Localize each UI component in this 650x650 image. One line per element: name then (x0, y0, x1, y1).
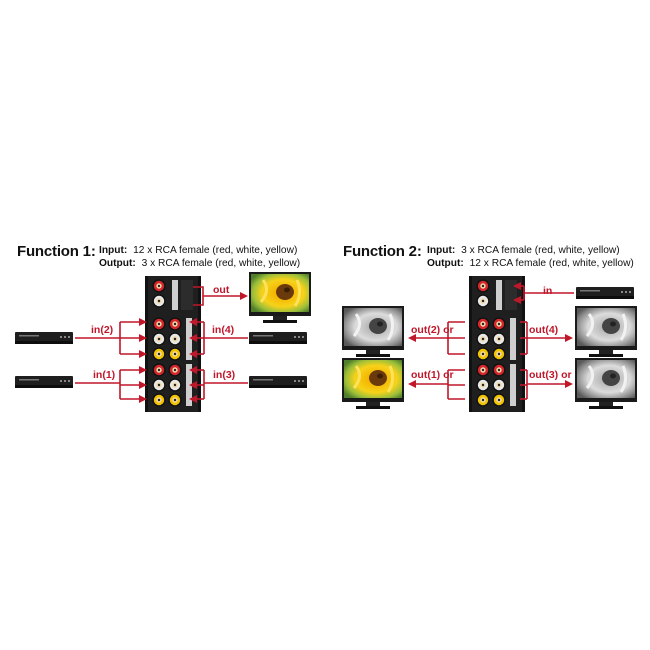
input-arrow-2 (75, 318, 147, 358)
function-2-title: Function 2: (343, 243, 422, 260)
function-1-title: Function 1: (17, 243, 96, 260)
function-1-input-line: Input: 12 x RCA female (red, white, yell… (99, 245, 297, 256)
function-2-input-text: 3 x RCA female (red, white, yellow) (461, 245, 620, 256)
label-in: in (543, 285, 552, 297)
function-2-panel: Function 2: Input: 3 x RCA female (red, … (340, 243, 639, 412)
av-switch-1 (145, 276, 201, 412)
output-arrow-4 (520, 321, 573, 355)
label-out-2: out(2) or (411, 324, 454, 336)
input-arrow-4 (189, 318, 248, 358)
function-2-output-text: 12 x RCA female (red, white, yellow) (470, 258, 634, 269)
output-arrow (193, 286, 248, 306)
tv-output-4 (573, 304, 639, 359)
label-in-1: in(1) (93, 369, 115, 381)
input-arrow-1 (75, 366, 147, 403)
input-arrow-3 (189, 366, 248, 403)
input-arrow (513, 282, 574, 304)
function-2-input-line: Input: 3 x RCA female (red, white, yello… (427, 245, 620, 256)
label-in-2: in(2) (91, 324, 113, 336)
output-arrow-1 (408, 369, 465, 400)
function-1-input-label: Input: (99, 245, 127, 256)
label-in-4: in(4) (212, 324, 234, 336)
tv-output-2 (340, 304, 406, 359)
dvd-player-4 (249, 332, 307, 344)
label-in-3: in(3) (213, 369, 235, 381)
tv-output (247, 270, 313, 325)
dvd-player-3 (249, 376, 307, 388)
label-out-3: out(3) or (529, 369, 572, 381)
label-out-1: out(1) or (411, 369, 454, 381)
function-1-output-text: 3 x RCA female (red, white, yellow) (142, 258, 301, 269)
dvd-player-1 (15, 376, 73, 388)
function-1-output-line: Output: 3 x RCA female (red, white, yell… (99, 258, 300, 269)
function-2-output-label: Output: (427, 258, 464, 269)
function-1-output-label: Output: (99, 258, 136, 269)
av-switch-2 (469, 276, 525, 412)
function-1-panel: Function 1: Input: 12 x RCA female (red,… (15, 243, 313, 412)
function-2-input-label: Input: (427, 245, 455, 256)
function-2-output-line: Output: 12 x RCA female (red, white, yel… (427, 258, 634, 269)
tv-output-1 (340, 356, 406, 411)
output-arrow-2 (408, 321, 465, 355)
label-out-4: out(4) (529, 324, 558, 336)
dvd-player-2 (15, 332, 73, 344)
function-1-input-text: 12 x RCA female (red, white, yellow) (133, 245, 297, 256)
dvd-player-source (576, 287, 634, 299)
label-out: out (213, 284, 230, 296)
tv-output-3 (573, 356, 639, 411)
output-arrow-3 (520, 369, 573, 400)
